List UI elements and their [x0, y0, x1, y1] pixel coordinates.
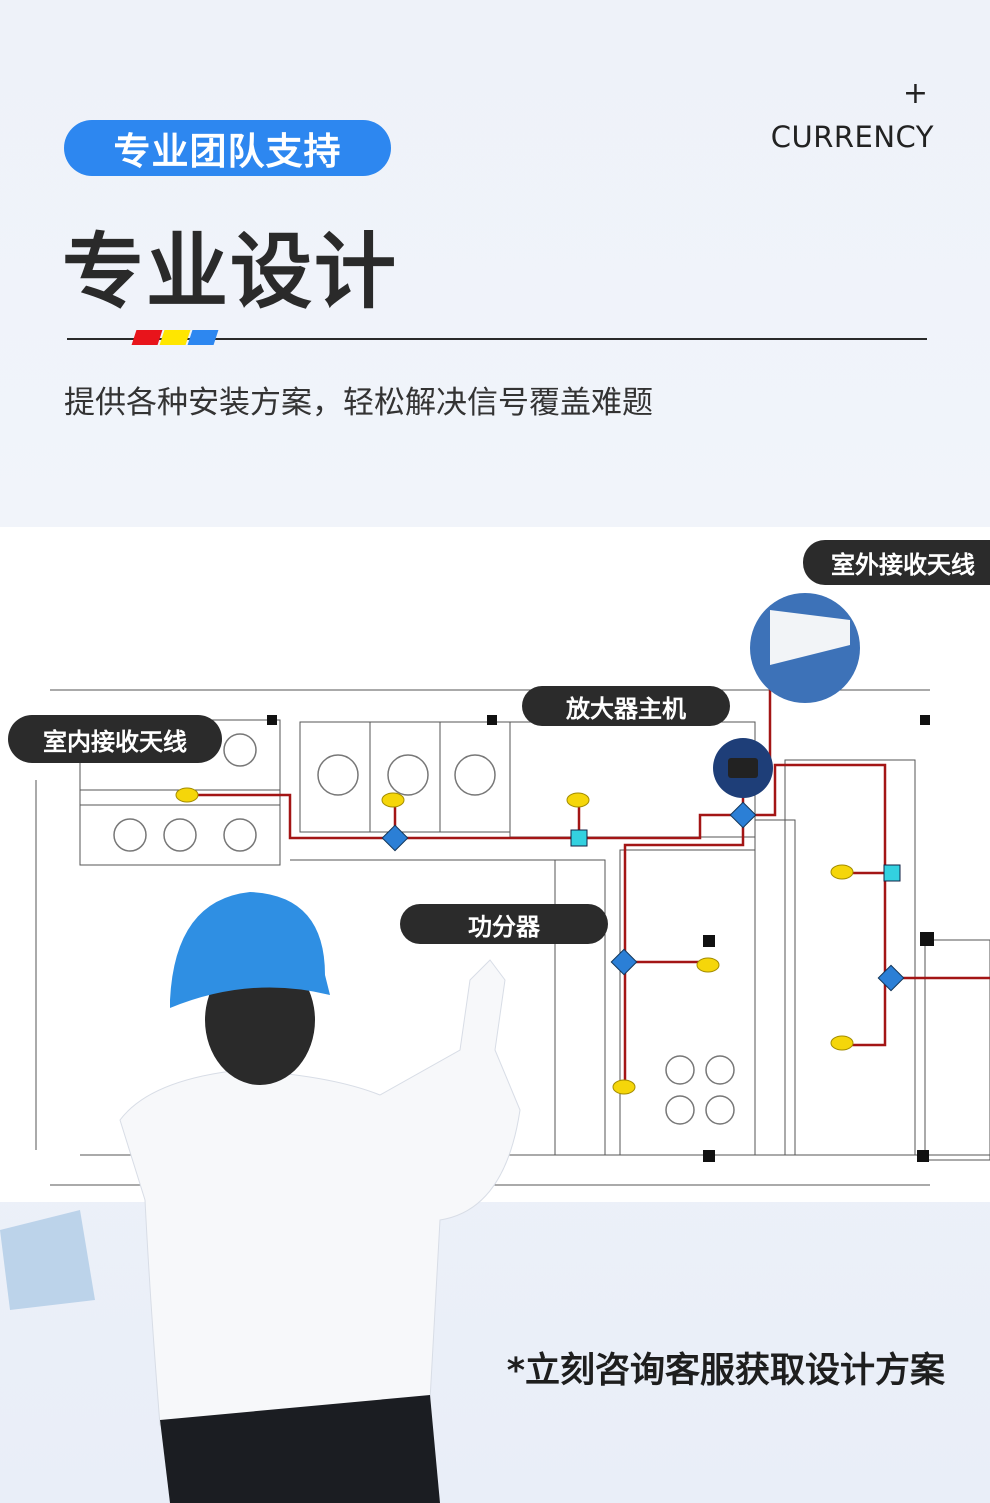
indoor-antenna-markers — [175, 787, 854, 1095]
stripe-red — [131, 330, 163, 345]
callout-amplifier: 放大器主机 — [522, 686, 730, 726]
divider — [67, 338, 927, 340]
callout-splitter: 功分器 — [400, 904, 608, 944]
brand-name: CURRENCY — [770, 120, 934, 154]
floor-plan-drawing — [35, 593, 990, 1186]
engineer-photo — [0, 892, 521, 1503]
callout-indoor-antenna: 室内接收天线 — [8, 715, 222, 763]
stripe-yellow — [159, 330, 191, 345]
coupler-markers — [570, 829, 901, 882]
consult-cta: *立刻咨询客服获取设计方案 — [506, 1351, 945, 1391]
team-support-badge: 专业团队支持 — [64, 120, 391, 176]
stripe-blue — [187, 330, 219, 345]
tablet-icon — [0, 1210, 95, 1310]
plus-icon: + — [902, 76, 928, 111]
helmet-icon — [170, 892, 330, 1008]
subtitle: 提供各种安装方案，轻松解决信号覆盖难题 — [64, 385, 653, 421]
page-title: 专业设计 — [62, 225, 399, 320]
callout-outdoor-antenna: 室外接收天线 — [803, 540, 990, 585]
splitter-markers — [381, 801, 905, 992]
